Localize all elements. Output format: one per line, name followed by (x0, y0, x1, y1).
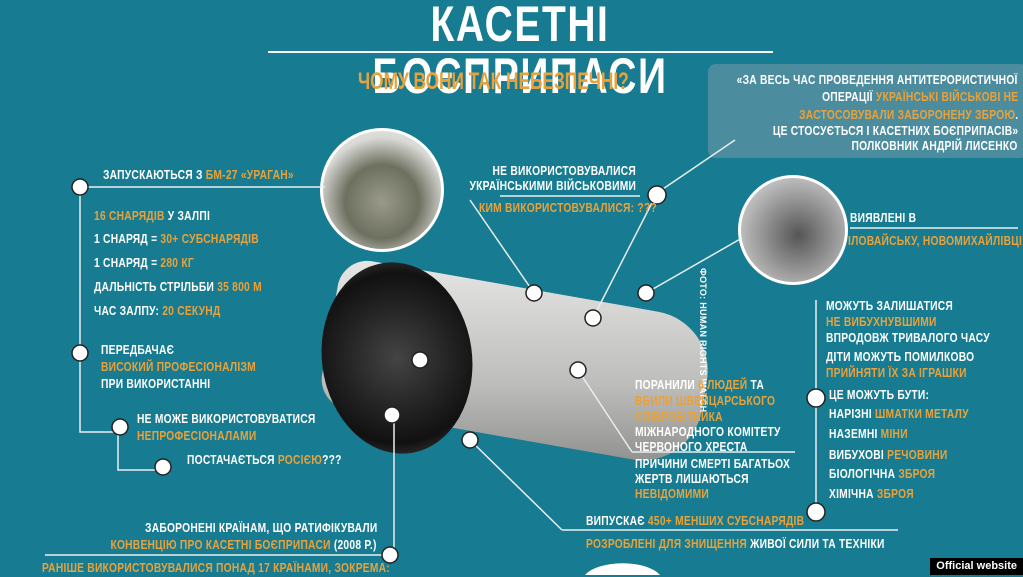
marker-dot (584, 309, 602, 327)
stat-time: ЧАС ЗАЛПУ: 20 СЕКУНД (94, 304, 221, 318)
marker-dot (111, 418, 129, 436)
official-website-badge[interactable]: Official website (930, 558, 1023, 575)
marker-dot (569, 361, 587, 379)
kids-1: ДІТИ МОЖУТЬ ПОМИЛКОВО (826, 350, 975, 364)
marker-dot (383, 406, 401, 424)
nonprof-line1: НЕ МОЖЕ ВИКОРИСТОВУВАТИСЯ (137, 412, 316, 426)
quote-author: ПОЛКОВНИК АНДРІЙ ЛИСЕНКО (851, 139, 1018, 153)
banned-line2: КОНВЕНЦІЮ ПРО КАСЕТНІ БОЄПРИПАСИ (2008 Р… (110, 538, 377, 552)
found-in-label: ВИЯВЛЕНІ В (850, 211, 917, 225)
unexploded-3: ВПРОДОВЖ ТРИВАЛОГО ЧАСУ (826, 331, 990, 345)
prof-line2: ВИСОКИЙ ПРОФЕСІОНАЛІЗМ (101, 360, 256, 374)
marker-dot (806, 388, 826, 408)
designed-for-text: РОЗРОБЛЕНІ ДЛЯ ЗНИЩЕННЯ ЖИВОЇ СИЛИ ТА ТЕ… (586, 537, 885, 551)
deaths-1: ПРИЧИНИ СМЕРТІ БАГАТЬОХ (635, 457, 791, 471)
victims-3: СПІВРОБІТНИКА (635, 410, 723, 424)
can-be-label: ЦЕ МОЖУТЬ БУТИ: (829, 388, 930, 402)
victims-5: ЧЕРВОНОГО ХРЕСТА (635, 440, 748, 454)
deaths-2: ЖЕРТВ ЛИШАЮТЬСЯ (635, 472, 749, 486)
not-used-line1: НЕ ВИКОРИСТОВУВАЛИСЯ (492, 164, 636, 178)
marker-dot (647, 185, 667, 205)
marker-dot (637, 284, 655, 302)
nonprof-line2: НЕПРОФЕСІОНАЛАМИ (137, 429, 257, 443)
marker-dot (154, 458, 172, 476)
marker-dot (525, 284, 543, 302)
subtitle: ЧОМУ ВОНИ ТАК НЕБЕЗПЕЧНІ? (358, 68, 629, 95)
prof-line3: ПРИ ВИКОРИСТАННІ (101, 377, 211, 391)
used-by-countries: РАНІШЕ ВИКОРИСТОВУВАЛИСЯ ПОНАД 17 КРАЇНА… (42, 561, 390, 575)
marker-dot (806, 502, 826, 522)
stat-salvo: 16 СНАРЯДІВ У ЗАЛПІ (94, 209, 211, 223)
found-in-places: ІЛОВАЙСЬКУ, НОВОМИХАЙЛІВЦІ (848, 234, 1023, 248)
partial-circle (585, 563, 660, 575)
stat-range: ДАЛЬНІСТЬ СТРІЛЬБИ 35 800 М (94, 280, 262, 294)
stat-submunitions: 1 СНАРЯД = 30+ СУБСНАРЯДІВ (94, 232, 259, 246)
can-be-item: БІОЛОГІЧНА ЗБРОЯ (829, 467, 936, 481)
banned-line1: ЗАБОРОНЕНІ КРАЇНАМ, ЩО РАТИФІКУВАЛИ (144, 521, 377, 535)
unexploded-1: МОЖУТЬ ЗАЛИШАТИСЯ (826, 299, 954, 313)
supplied-text: ПОСТАЧАЄТЬСЯ РОСІЄЮ??? (187, 453, 342, 467)
bm27-truck-photo (320, 128, 444, 252)
marker-dot (411, 351, 429, 369)
quote-box: «ЗА ВЕСЬ ЧАС ПРОВЕДЕННЯ АНТИТЕРОРИСТИЧНО… (708, 64, 1023, 158)
page-title: КАСЕТНІ БОЄПРИПАСИ (372, 0, 668, 104)
quote-line: ОПЕРАЦІЇ УКРАЇНСЬКІ ВІЙСЬКОВІ НЕ (821, 90, 1018, 104)
can-be-item: ХІМІЧНА ЗБРОЯ (829, 487, 914, 501)
prof-line1: ПЕРЕДБАЧАЄ (101, 343, 175, 357)
launch-text: ЗАПУСКАЮТЬСЯ З БМ-27 «УРАГАН» (103, 168, 294, 182)
victims-2: ВБИЛИ ШВЕЙЦАРСЬКОГО (635, 394, 776, 408)
kids-2: ПРИЙНЯТИ ЇХ ЗА ІГРАШКИ (826, 366, 967, 380)
releases-text: ВИПУСКАЄ 450+ МЕНШИХ СУБСНАРЯДІВ (586, 514, 805, 528)
marker-dot (71, 344, 89, 362)
victims-4: МІЖНАРОДНОГО КОМІТЕТУ (635, 425, 781, 439)
stat-weight: 1 СНАРЯД = 280 КГ (94, 256, 194, 270)
quote-line: ЗАСТОСОВУВАЛИ ЗАБОРОНЕНУ ЗБРОЮ. (798, 108, 1018, 122)
can-be-item: НАРІЗНІ ШМАТКИ МЕТАЛУ (829, 407, 969, 421)
marker-dot (381, 546, 399, 564)
title-underline (268, 51, 773, 53)
unexploded-2: НЕ ВИБУХНУВШИМИ (826, 315, 937, 329)
can-be-item: ВИБУХОВІ РЕЧОВИНИ (829, 448, 948, 462)
map-photo (738, 175, 848, 285)
who-used: КИМ ВИКОРИСТОВУВАЛИСЯ: ??? (479, 201, 657, 215)
not-used-line2: УКРАЇНСЬКИМИ ВІЙСЬКОВИМИ (469, 179, 636, 193)
marker-dot (71, 178, 89, 196)
marker-dot (461, 431, 479, 449)
quote-line: «ЗА ВЕСЬ ЧАС ПРОВЕДЕННЯ АНТИТЕРОРИСТИЧНО… (737, 73, 1018, 87)
victims-1: ПОРАНИЛИ 6 ЛЮДЕЙ ТА (635, 378, 764, 392)
marker-dots (71, 178, 826, 564)
deaths-3: НЕВІДОМИМИ (635, 487, 710, 501)
quote-line: ЦЕ СТОСУЄТЬСЯ І КАСЕТНИХ БОЄПРИПАСІВ» (772, 124, 1018, 138)
can-be-item: НАЗЕМНІ МІНИ (829, 427, 908, 441)
